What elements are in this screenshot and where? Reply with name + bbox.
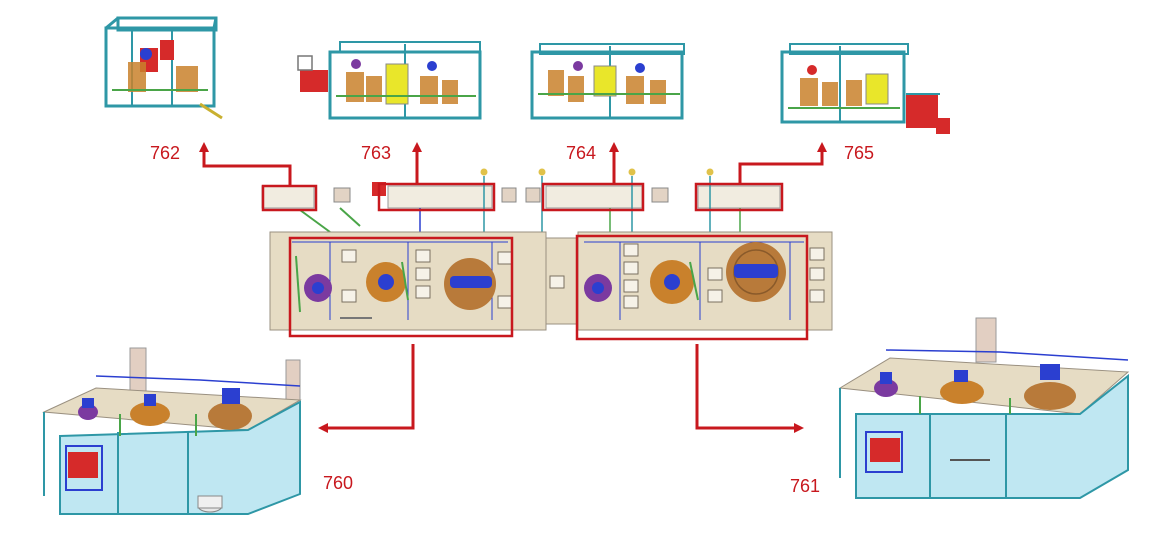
- label-761: 761: [790, 476, 821, 496]
- module-761-isometric: [838, 317, 1130, 499]
- central-plan-view: [261, 168, 833, 331]
- arrow-762: [199, 142, 292, 186]
- highlight-box-763: [377, 182, 496, 212]
- highlight-box-761: [575, 234, 809, 341]
- label-764: 764: [566, 143, 597, 163]
- arrow-760: [318, 344, 415, 433]
- module-765-skid: [780, 43, 950, 134]
- label-765: 765: [844, 143, 875, 163]
- highlight-box-764: [541, 182, 645, 212]
- module-762-skid: [104, 16, 223, 120]
- label-763: 763: [361, 143, 392, 163]
- highlight-box-760: [288, 236, 514, 338]
- label-762: 762: [150, 143, 181, 163]
- label-760: 760: [323, 473, 354, 493]
- arrow-765: [738, 142, 827, 184]
- module-764-skid: [530, 43, 685, 120]
- module-760-isometric: [42, 347, 302, 515]
- arrow-761: [695, 344, 804, 433]
- module-763-skid: [297, 41, 482, 120]
